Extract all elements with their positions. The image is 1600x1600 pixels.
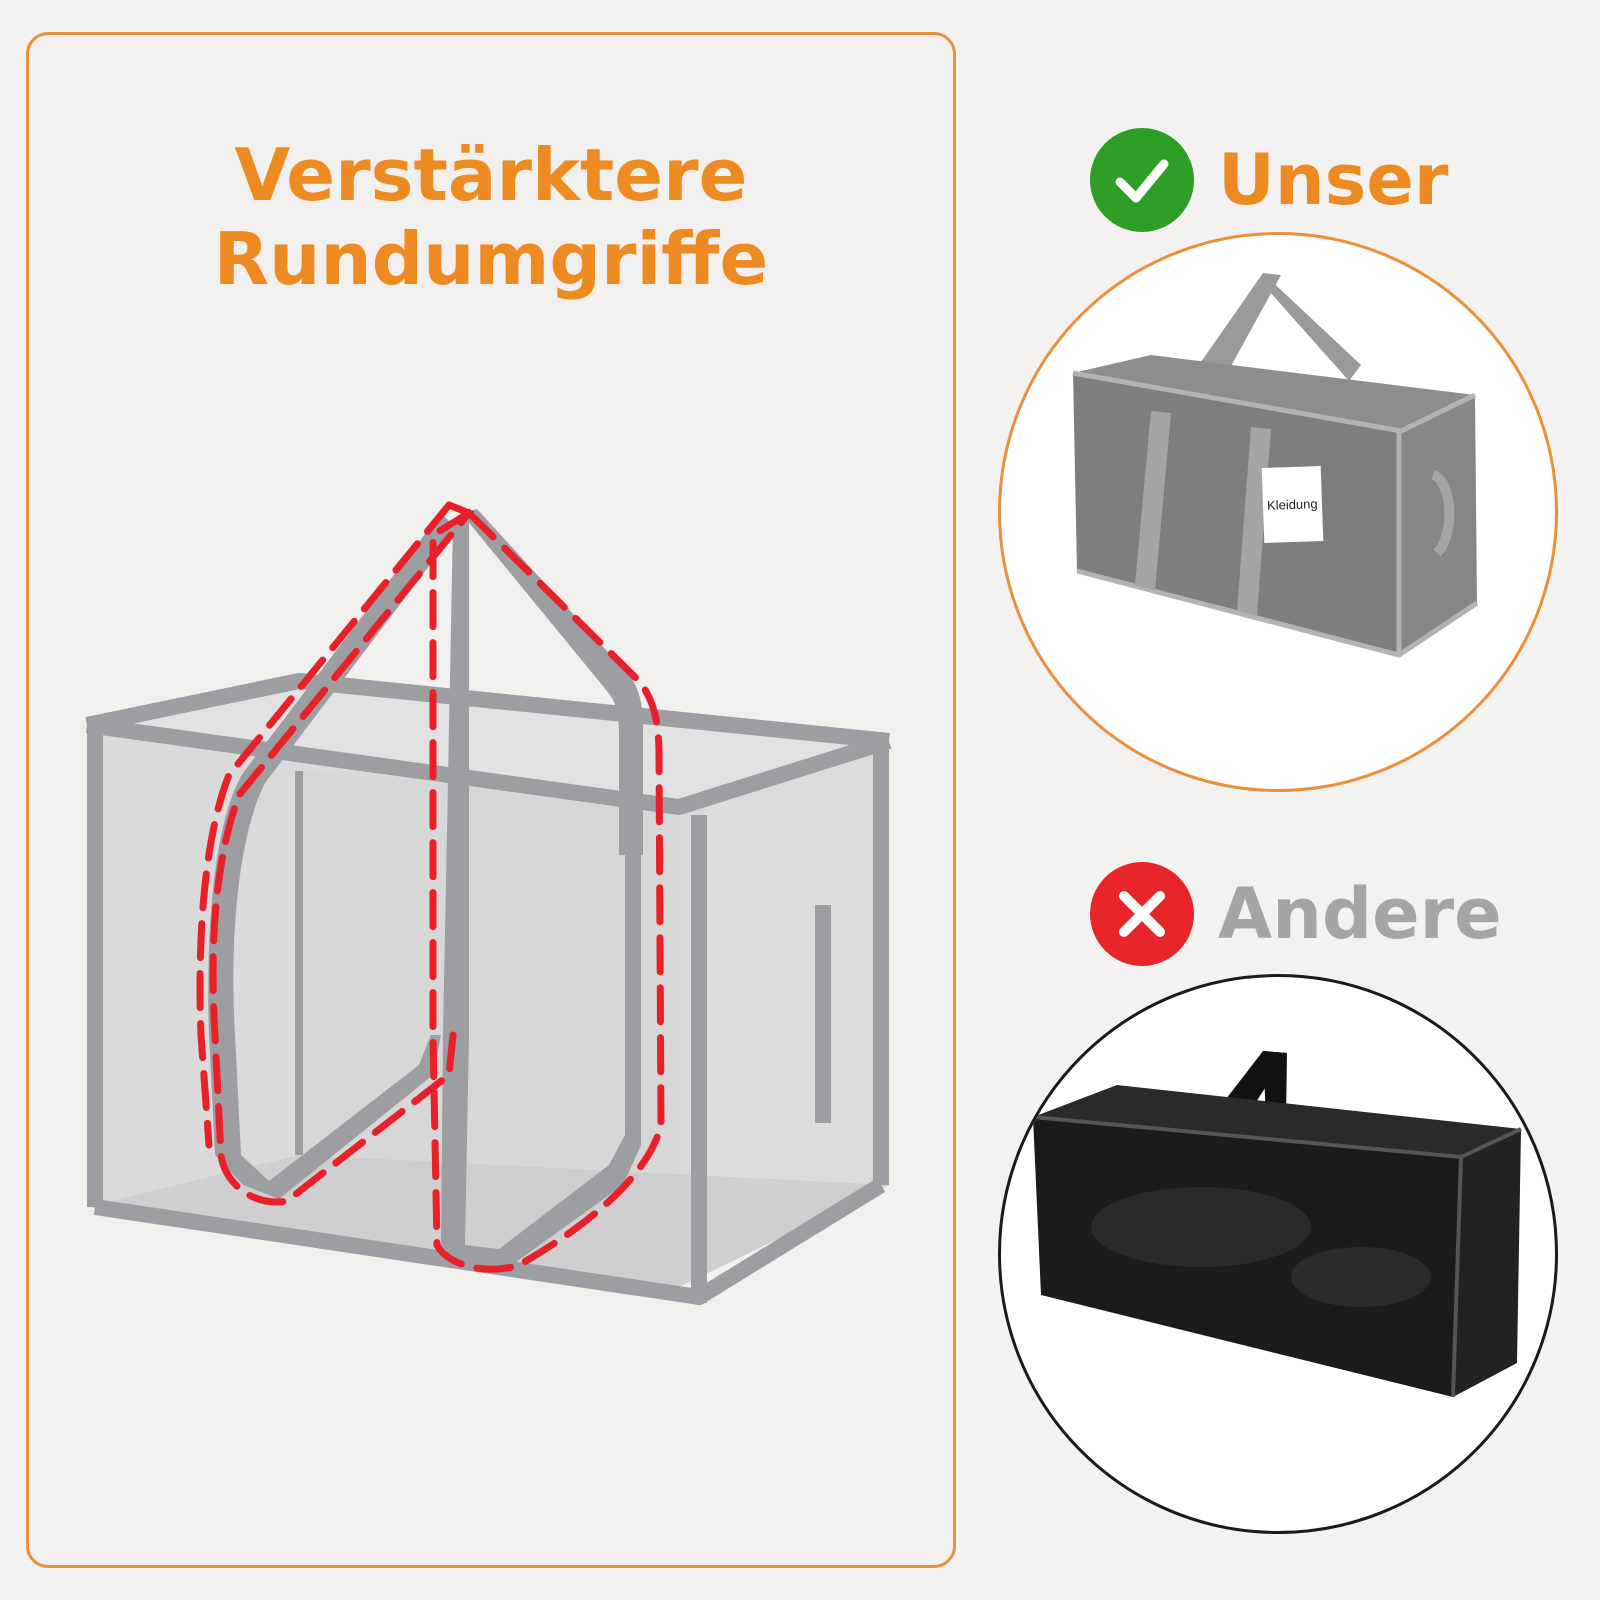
handle-highlight-left xyxy=(209,501,475,1206)
x-icon xyxy=(1090,862,1194,966)
check-icon xyxy=(1090,128,1194,232)
others-product-image xyxy=(998,974,1558,1534)
others-heading-text: Andere xyxy=(1218,873,1502,955)
others-heading: Andere xyxy=(1090,862,1502,966)
bag-side-face xyxy=(679,741,889,1287)
bag-top-edge xyxy=(85,673,890,749)
feature-panel: Verstärktere Rundumgriffe xyxy=(26,32,956,1568)
feature-title-line1: Verstärktere xyxy=(234,133,748,217)
black-plastic-bag xyxy=(1032,1051,1522,1398)
gray-storage-bag xyxy=(1072,273,1479,658)
bag-wireframe-illustration xyxy=(85,501,892,1305)
ours-product-image: Kleidung xyxy=(998,232,1558,792)
ours-heading: Unser xyxy=(1090,128,1448,232)
handle-highlight-left-outer xyxy=(196,501,453,1149)
strap-right-arm xyxy=(461,509,643,855)
strap-left-loop xyxy=(208,513,457,1199)
feature-title: Verstärktere Rundumgriffe xyxy=(29,133,953,301)
handle-highlight-right xyxy=(429,508,665,1273)
strap-center-loop xyxy=(441,517,641,1267)
side-handle xyxy=(815,905,831,1123)
bag-bottom-edge xyxy=(93,1178,886,1305)
ours-tag-label: Kleidung xyxy=(1261,466,1323,543)
ours-heading-text: Unser xyxy=(1218,139,1449,221)
feature-title-line2: Rundumgriffe xyxy=(213,217,769,301)
bag-top-face xyxy=(87,681,889,807)
